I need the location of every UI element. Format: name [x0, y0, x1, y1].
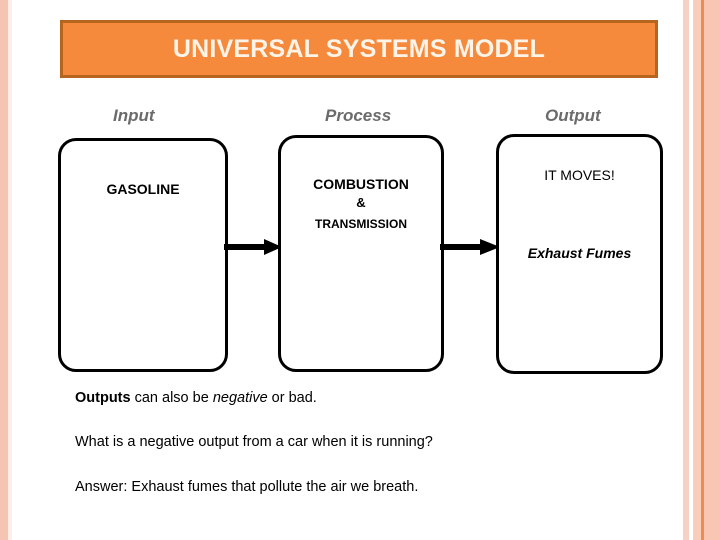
body-text-line-1-italic: negative [212, 390, 268, 406]
process-box-label-line2: & [356, 195, 366, 210]
input-box: GASOLINE [58, 138, 228, 372]
decor-stripe-left-inner [8, 0, 12, 540]
decor-stripe-right-1 [683, 0, 689, 540]
process-box-label-line1: COMBUSTION [313, 176, 409, 192]
stage-label-output: Output [545, 106, 601, 125]
body-text-line-1-bold: Outputs [75, 390, 131, 406]
input-box-label: GASOLINE [106, 181, 180, 197]
body-text-line-1-mid: can also be [130, 390, 213, 406]
body-text-line-1-end: or bad. [267, 390, 317, 406]
stage-label-input: Input [113, 106, 155, 125]
body-text-line-2: What is a negative output from a car whe… [75, 434, 433, 450]
process-box-label-line3: TRANSMISSION [314, 217, 407, 231]
process-box: COMBUSTION & TRANSMISSION [278, 135, 444, 372]
body-text-line-1: Outputs can also be negative or bad. [75, 390, 317, 406]
stage-label-process: Process [325, 106, 392, 125]
slide-title: UNIVERSAL SYSTEMS MODEL [172, 34, 546, 63]
arrow-input-to-process [224, 236, 282, 258]
output-box-secondary-label: Exhaust Fumes [527, 245, 632, 261]
decor-stripe-right-3 [693, 0, 701, 540]
decor-stripe-left-outer [0, 0, 8, 540]
decor-stripe-right-accent [701, 0, 704, 540]
output-box-primary-label: IT MOVES! [544, 167, 615, 183]
arrow-process-to-output [440, 236, 500, 258]
decor-stripe-right-5 [704, 0, 720, 540]
output-box: IT MOVES! Exhaust Fumes [496, 134, 663, 374]
decor-stripe-right-2 [689, 0, 693, 540]
slide-title-bar: UNIVERSAL SYSTEMS MODEL [60, 20, 658, 78]
body-text-line-3: Answer: Exhaust fumes that pollute the a… [75, 479, 419, 495]
